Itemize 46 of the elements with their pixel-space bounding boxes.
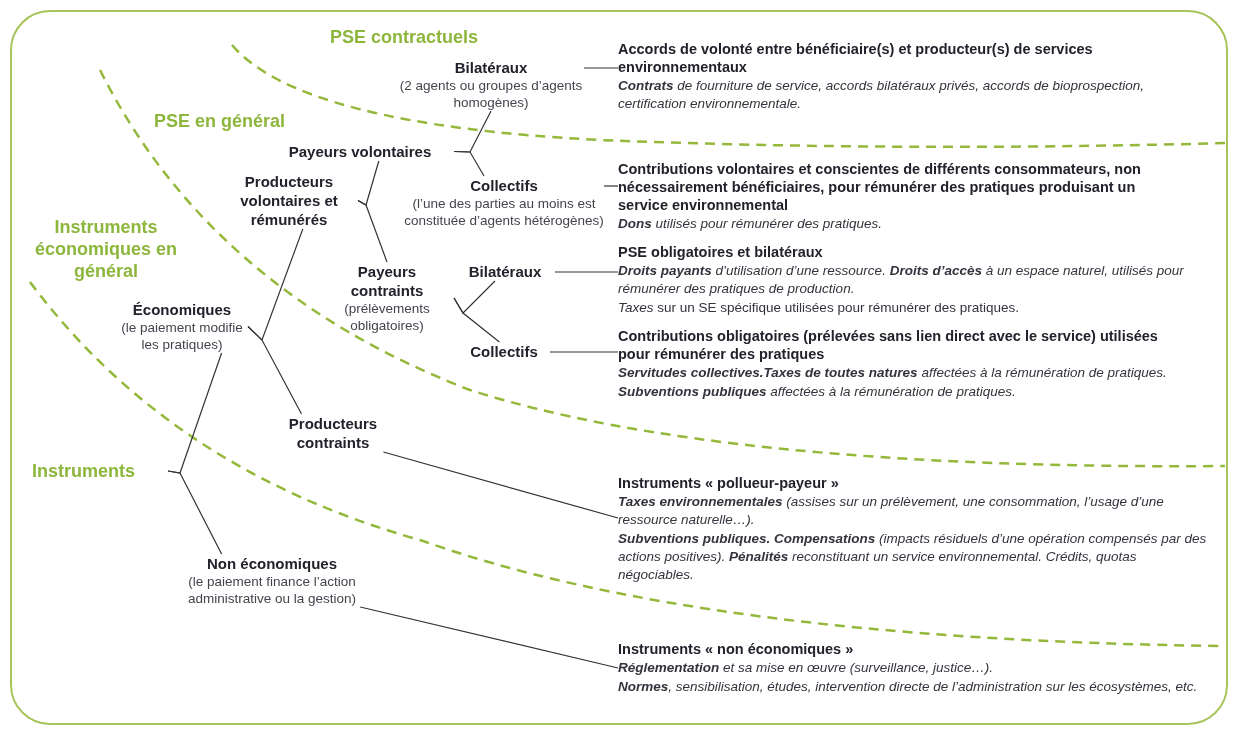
connector-line: [554, 271, 619, 273]
region-label: PSE en général: [154, 110, 286, 133]
description-heading: Contributions volontaires et conscientes de différents consommateurs, non nécessairement bénéficiaires, pour rémunérer des pratiques produisant un service environnemental: [618, 160, 1142, 214]
description-text: Taxes environnementales (assises sur un prélèvement, une consommation, l’usage d’une ressource naturelle…).: [618, 493, 1165, 529]
description-heading: PSE obligatoires et bilatéraux: [618, 243, 824, 261]
description-text: Contrats de fourniture de service, accords bilatéraux privés, accords de bioprospection, certification environnementale.: [618, 77, 1145, 113]
description-text: Subventions publiques. Compensations (impacts résiduels d’une opération compensés par des actions positives). Pénalités reconstituant un service environnemental. Crédits, quotas négociables.: [618, 530, 1208, 584]
category-note: (le paiement modifie les pratiques): [120, 319, 244, 353]
description-text: Servitudes collectives.Taxes de toutes natures affectées à la rémunération de pratiques.: [618, 364, 1168, 382]
category-note: (le paiement finance l’action administrative ou la gestion): [186, 573, 358, 607]
description-heading: Instruments « pollueur-payeur »: [618, 474, 840, 492]
category-note: (prélèvements obligatoires): [343, 300, 431, 334]
connector-line: [167, 470, 223, 555]
connector-line: [549, 351, 619, 353]
connector-line: [382, 451, 619, 519]
category-heading: Non économiques: [206, 554, 338, 573]
connector-line: [357, 199, 388, 263]
category-heading: Collectifs: [469, 176, 539, 195]
description-text: Réglementation et sa mise en œuvre (surveillance, justice…).: [618, 659, 995, 677]
category-heading: Producteurs contraints: [270, 414, 396, 452]
connector-line: [603, 185, 619, 187]
connector-line: [453, 150, 485, 177]
region-label: Instruments: [32, 460, 168, 482]
description-text: Normes, sensibilisation, études, intervention directe de l’administration sur les écosystèmes, etc.: [618, 678, 1199, 696]
category-note: (l’une des parties au moins est constituée d’agents hétérogènes): [404, 195, 604, 229]
description-text: Subventions publiques affectées à la rémunération de pratiques.: [618, 383, 1017, 401]
category-heading: Bilatéraux: [453, 58, 529, 77]
connector-line: [453, 297, 500, 343]
category-heading: Économiques: [131, 300, 233, 319]
category-heading: Payeurs volontaires: [266, 142, 454, 161]
category-note: (2 agents ou groupes d’agents homogènes): [398, 77, 584, 111]
description-text: Droits payants d’utilisation d’une ressource. Droits d’accès à un espace naturel, utilisés pour rémunérer des pratiques de production.: [618, 262, 1185, 298]
region-label: Instruments économiques en général: [34, 216, 178, 282]
category-heading: Collectifs: [458, 342, 550, 361]
description-heading: Contributions obligatoires (prélevées sans lien direct avec le service) utilisées pour rémunérer des pratiques: [618, 327, 1158, 363]
connector-line: [583, 67, 619, 69]
connector-line: [359, 606, 619, 669]
description-text: Dons utilisés pour rémunérer des pratiques.: [618, 215, 884, 233]
category-heading: Payeurs contraints: [349, 262, 425, 300]
description-heading: Accords de volonté entre bénéficiaire(s) et producteur(s) de services environnementaux: [618, 40, 1094, 76]
description-heading: Instruments « non économiques »: [618, 640, 855, 658]
description-text: Taxes sur un SE spécifique utilisées pour rémunérer des pratiques.: [618, 299, 1020, 317]
region-label: PSE contractuels: [330, 26, 479, 49]
category-heading: Bilatéraux: [455, 262, 555, 281]
category-heading: Producteurs volontaires et rémunérés: [220, 172, 358, 229]
connector-line: [247, 325, 303, 415]
